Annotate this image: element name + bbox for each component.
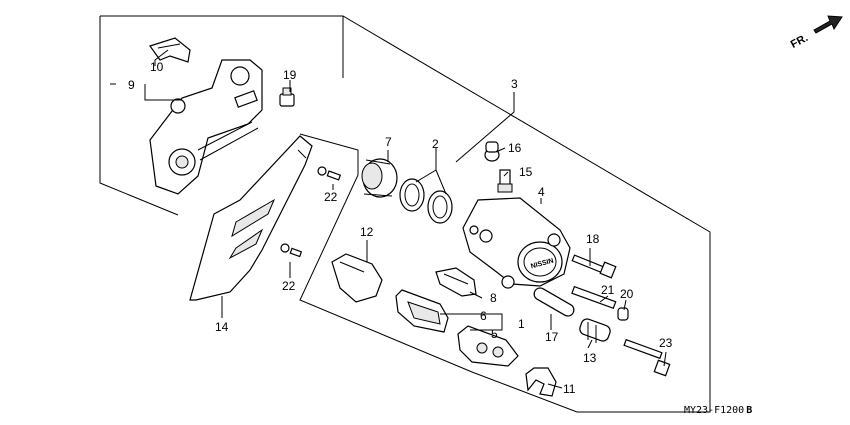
callout-7: 7	[385, 135, 392, 149]
bleeder-cap	[484, 141, 500, 162]
callout-16: 16	[508, 141, 522, 155]
callout-10: 10	[150, 60, 164, 74]
diagram-code-suffix: B	[746, 405, 752, 416]
callout-11: 11	[563, 382, 576, 396]
pin-bolt-upper	[571, 254, 617, 279]
pin-bolt-lower	[623, 338, 671, 377]
callout-6: 6	[480, 309, 487, 323]
callout-1: 1	[518, 317, 525, 331]
slide-pin	[571, 285, 617, 310]
guard-screw-lower	[280, 243, 303, 258]
callout-22-lower: 22	[282, 279, 296, 293]
pad-shim	[331, 253, 383, 303]
callout-14: 14	[215, 320, 229, 334]
piston	[361, 158, 398, 198]
callout-22-upper: 22	[324, 190, 338, 204]
callout-15: 15	[519, 165, 533, 179]
bracket-bolt	[279, 87, 295, 107]
callout-23: 23	[659, 336, 673, 350]
callout-3: 3	[511, 77, 518, 91]
direction-label: FR.	[789, 32, 810, 51]
pad-retainer	[525, 367, 557, 397]
front-direction-indicator: FR.	[789, 15, 843, 51]
caliper-body: NISSIN	[462, 197, 571, 289]
brake-pad-outer	[395, 289, 449, 333]
callout-4: 4	[538, 185, 545, 199]
callout-21: 21	[601, 283, 615, 297]
callout-18: 18	[586, 232, 600, 246]
callout-20: 20	[620, 287, 634, 301]
slide-pin-sleeve	[533, 287, 575, 317]
callout-5: 5	[491, 327, 498, 341]
caliper-guard	[189, 135, 313, 301]
guard-screw-upper	[317, 166, 342, 181]
pin-boot	[617, 307, 629, 321]
front-direction-arrow-icon	[813, 15, 843, 34]
bracket-group-outline	[100, 15, 711, 413]
brake-pad-inner	[457, 325, 519, 367]
callout-13: 13	[583, 351, 597, 365]
callout-17: 17	[545, 330, 559, 344]
pad-spring	[435, 267, 477, 297]
sleeve-bushing	[579, 318, 611, 343]
caliper-bracket	[149, 59, 263, 195]
bleeder-valve	[497, 169, 513, 193]
callout-8: 8	[490, 291, 497, 305]
callout-12: 12	[360, 225, 374, 239]
bracket-pin-boot	[149, 37, 191, 63]
leader-lines	[110, 49, 667, 389]
callout-9: 9	[128, 78, 135, 92]
callout-19: 19	[283, 68, 297, 82]
callout-2: 2	[432, 137, 439, 151]
piston-seals	[399, 178, 453, 224]
